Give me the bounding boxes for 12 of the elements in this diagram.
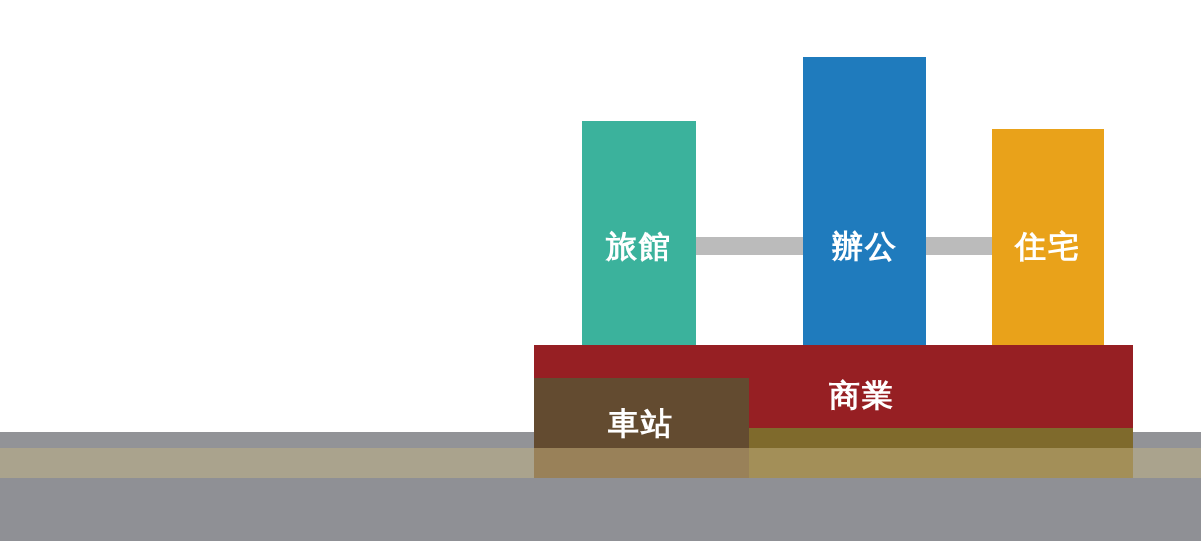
podium-block <box>534 345 1133 478</box>
block-label: 住宅 <box>1015 230 1081 262</box>
tower-block <box>992 129 1104 345</box>
skybridge-bar <box>926 237 992 255</box>
tower-block <box>582 121 696 345</box>
block-label: 車站 <box>608 407 674 439</box>
block-label: 商業 <box>829 379 895 411</box>
block-label: 辦公 <box>832 230 898 262</box>
station-block <box>534 378 749 478</box>
tower-block <box>803 57 926 345</box>
block-label: 旅館 <box>606 230 672 262</box>
skybridge-bar <box>696 237 803 255</box>
